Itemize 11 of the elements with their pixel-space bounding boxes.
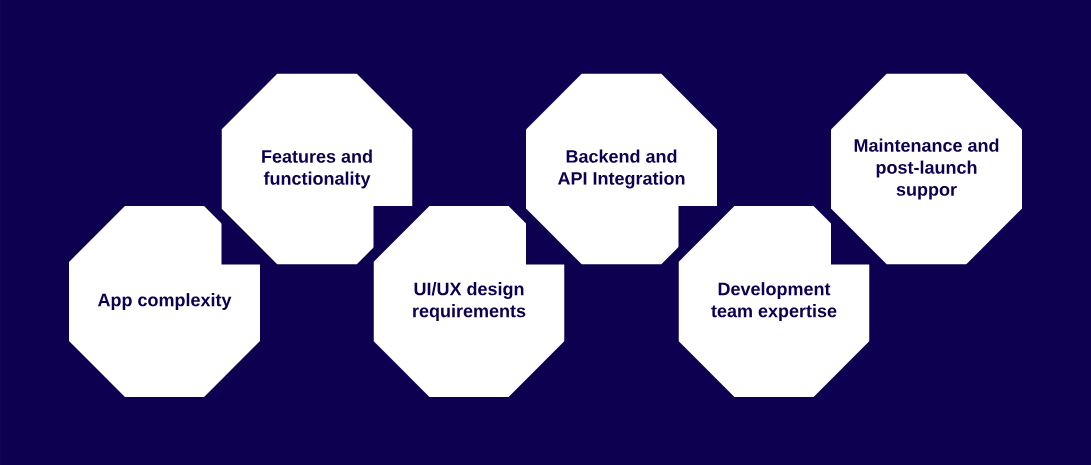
octagon-box: Features and functionality <box>221 73 413 265</box>
octagon-box: App complexity <box>69 206 260 397</box>
octagon-box: Development team expertise <box>678 206 870 397</box>
node-label: Features and functionality <box>262 149 372 189</box>
node-label: Backend and API Integration <box>557 149 685 189</box>
octagon-box: UI/UX design requirements <box>373 206 565 397</box>
node-label: Maintenance and post-launch suppor <box>854 138 999 200</box>
node-label: Development team expertise <box>711 282 837 321</box>
octagon-box: Backend and API Integration <box>526 73 717 265</box>
octagon-box: Maintenance and post-launch suppor <box>831 73 1022 265</box>
node-label: UI/UX design requirements <box>413 282 526 321</box>
